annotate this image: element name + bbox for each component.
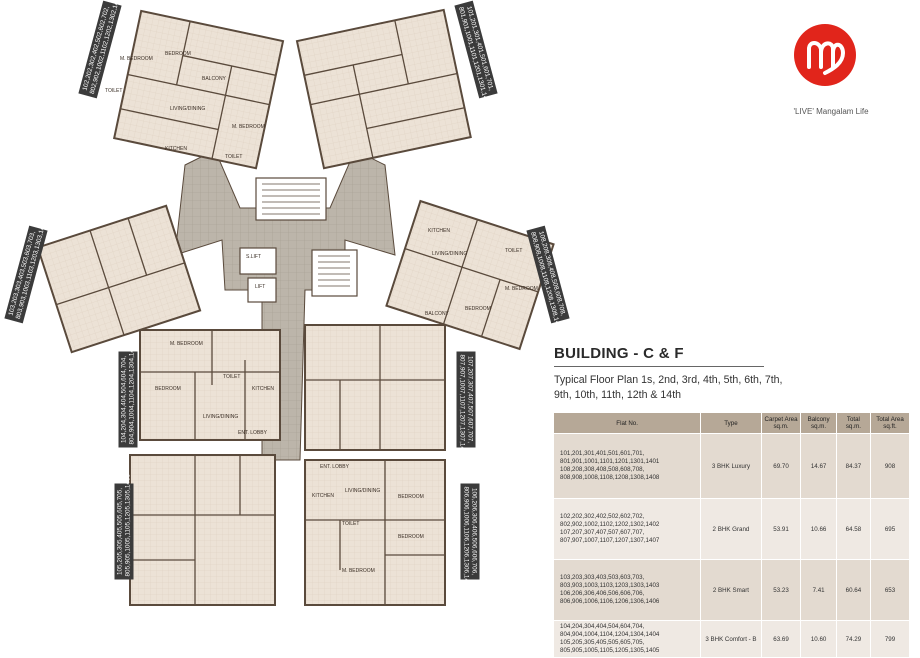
col-total-sqft: Total Area sq.ft. (870, 412, 910, 434)
room-label: BALCONY (425, 311, 450, 317)
flat-lower-right-bottom (304, 459, 446, 606)
room-label: ENT. LOBBY (238, 430, 268, 436)
table-row: 102,202,302,402,502,602,702, 802,902,100… (552, 498, 910, 560)
floor-plan-subtitle: Typical Floor Plan 1s, 2nd, 3rd, 4th, 5t… (554, 374, 783, 401)
area-table: Flat No. Type Carpet Area sq.m. Balcony … (552, 412, 910, 658)
cell-total-sqm: 64.58 (835, 498, 872, 560)
room-label: LIVING/DINING (170, 106, 205, 112)
table-row: 104,204,304,404,504,604,704, 804,904,100… (552, 620, 910, 658)
room-label: BALCONY (202, 76, 227, 82)
flat-lower-right-top (304, 324, 446, 451)
cell-flat-no: 104,204,304,404,504,604,704, 804,904,100… (552, 620, 702, 658)
brand-tagline: 'LIVE' Mangalam Life (793, 107, 869, 116)
cell-type: 2 BHK Smart (700, 559, 762, 621)
room-label: KITCHEN (428, 228, 450, 234)
room-label: KITCHEN (252, 386, 274, 392)
cell-carpet: 63.69 (760, 620, 802, 658)
flat-lower-left-top (139, 329, 281, 441)
room-label: TOILET (225, 154, 242, 160)
flat-number-label: 106,206,306,406,506,606,706, 806,906,100… (460, 483, 480, 589)
flat-middle-right (385, 199, 555, 351)
room-label: KITCHEN (165, 146, 187, 152)
room-label: M. BEDROOM (342, 568, 375, 574)
cell-type: 3 BHK Luxury (700, 433, 762, 499)
room-label: TOILET (505, 248, 522, 254)
room-label: M. BEDROOM (170, 341, 203, 347)
room-label: M. BEDROOM (505, 286, 538, 292)
cell-total-sqft: 799 (870, 620, 910, 658)
col-total-sqm: Total sq.m. (835, 412, 872, 434)
cell-balcony: 14.67 (800, 433, 837, 499)
cell-carpet: 53.91 (760, 498, 802, 560)
circulation-core (174, 149, 396, 461)
room-label: LIVING/DINING (432, 251, 467, 257)
room-label: BEDROOM (465, 306, 491, 312)
cell-type: 3 BHK Comfort - B (700, 620, 762, 658)
room-label: LIVING/DINING (203, 414, 238, 420)
cell-flat-no: 102,202,302,402,502,602,702, 802,902,100… (552, 498, 702, 560)
room-label: BEDROOM (165, 51, 191, 57)
col-flat-no: Flat No. (552, 412, 702, 434)
flat-top-right (295, 8, 472, 170)
cell-total-sqft: 908 (870, 433, 910, 499)
table-header-row: Flat No. Type Carpet Area sq.m. Balcony … (552, 412, 910, 434)
room-label: TOILET (342, 521, 359, 527)
cell-total-sqft: 653 (870, 559, 910, 621)
flat-middle-left (36, 204, 202, 354)
room-label: M. BEDROOM (120, 56, 153, 62)
title-divider (554, 366, 764, 367)
room-label: ENT. LOBBY (320, 464, 350, 470)
room-label: TOILET (223, 374, 240, 380)
cell-total-sqm: 84.37 (835, 433, 872, 499)
cell-total-sqft: 695 (870, 498, 910, 560)
flat-number-label: 107,207,307,407,507,607,707, 807,907,100… (456, 351, 476, 457)
room-label: TOILET (105, 88, 122, 94)
flat-lower-left-bottom (129, 454, 276, 606)
mangalam-logo (794, 24, 856, 86)
building-title: BUILDING - C & F (554, 345, 684, 362)
cell-carpet: 69.70 (760, 433, 802, 499)
cell-flat-no: 103,203,303,403,503,603,703, 803,903,100… (552, 559, 702, 621)
room-label: S.LIFT (246, 254, 261, 260)
cell-balcony: 10.60 (800, 620, 837, 658)
cell-balcony: 7.41 (800, 559, 837, 621)
table-row: 101,201,301,401,501,601,701, 801,901,100… (552, 433, 910, 499)
floor-plan: M. BEDROOM BEDROOM BALCONY LIVING/DINING… (36, 8, 555, 606)
room-label: BEDROOM (398, 534, 424, 540)
room-label: KITCHEN (312, 493, 334, 499)
col-carpet: Carpet Area sq.m. (760, 412, 802, 434)
cell-type: 2 BHK Grand (700, 498, 762, 560)
cell-carpet: 53.23 (760, 559, 802, 621)
room-label: BEDROOM (398, 494, 424, 500)
col-type: Type (700, 412, 762, 434)
cell-flat-no: 101,201,301,401,501,601,701, 801,901,100… (552, 433, 702, 499)
flat-top-left (112, 9, 285, 170)
room-label: LIFT (255, 284, 265, 290)
cell-total-sqm: 60.64 (835, 559, 872, 621)
room-label: M. BEDROOM (232, 124, 265, 130)
flat-number-label: 104,204,304,404,504,604,704, 804,904,100… (118, 342, 138, 448)
room-label: LIVING/DINING (345, 488, 380, 494)
flat-number-label: 105,205,305,405,505,605,705, 805,905,100… (114, 474, 134, 580)
col-balcony: Balcony sq.m. (800, 412, 837, 434)
cell-balcony: 10.66 (800, 498, 837, 560)
cell-total-sqm: 74.29 (835, 620, 872, 658)
room-label: BEDROOM (155, 386, 181, 392)
table-row: 103,203,303,403,503,603,703, 803,903,100… (552, 559, 910, 621)
